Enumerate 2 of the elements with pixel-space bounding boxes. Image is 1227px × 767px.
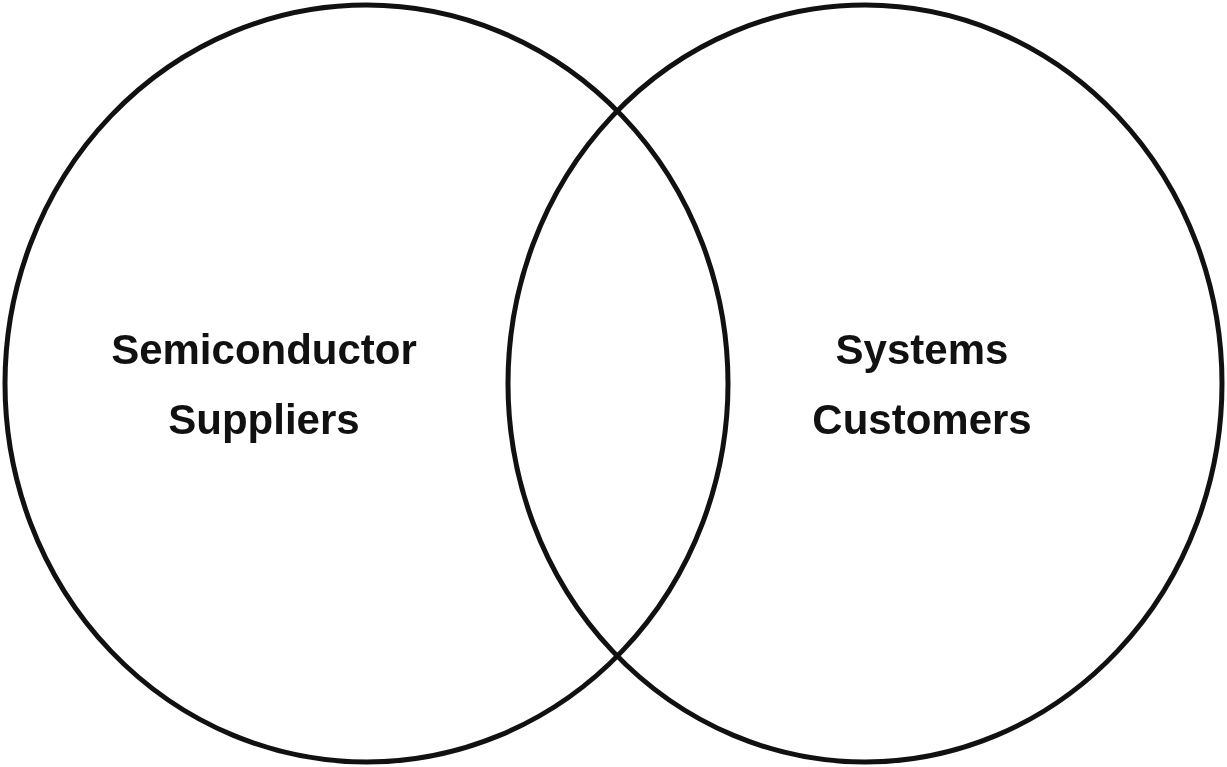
set-label: Semiconductor Suppliers [110,325,418,445]
set-label: Systems Customers [811,325,1033,445]
